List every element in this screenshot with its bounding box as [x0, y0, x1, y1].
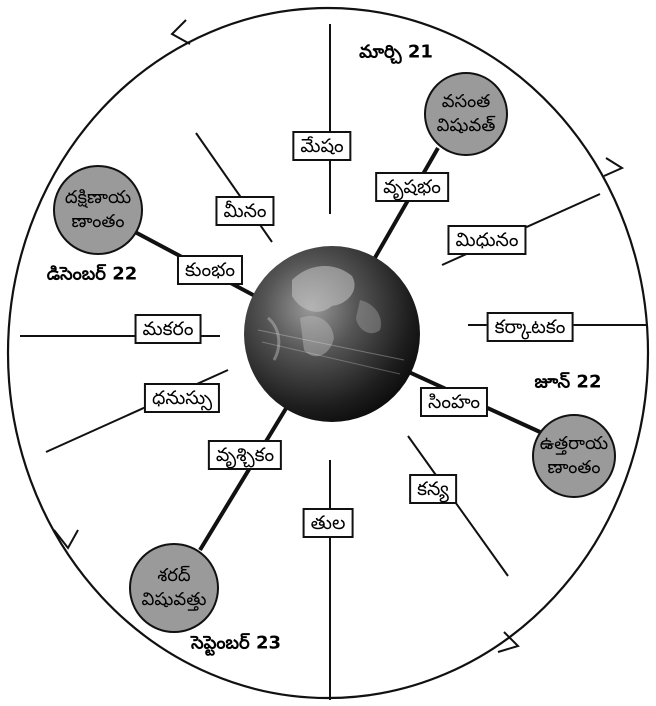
winter-solstice-circle: దక్షిణాయ ణాంతం — [53, 165, 143, 255]
label-vrushabham: వృషభం — [375, 172, 449, 202]
label-vruschikam: వృశ్చికం — [207, 440, 283, 470]
orbit-arrow-left — [53, 529, 79, 550]
winter-line1: దక్షిణాయ — [64, 187, 132, 208]
label-dhanussu: ధనుస్సు — [143, 383, 221, 413]
winter-line2: ణాంతం — [71, 211, 125, 232]
autumnal-equinox-circle: శరద్ విషువత్తు — [129, 543, 219, 633]
orbit-arrow-right — [603, 157, 625, 177]
divider-bottom-right — [407, 435, 509, 577]
summer-line2: ణాంతం — [547, 457, 601, 478]
label-tula: తుల — [302, 508, 354, 538]
earth-globe — [244, 246, 420, 422]
orbit-path — [6, 6, 650, 700]
orbit-arrow-bottom — [497, 631, 520, 653]
date-september: సెప్టెంబర్ 23 — [190, 632, 282, 654]
orbit-arrow-top — [170, 19, 191, 45]
label-midhunam: మిధునం — [447, 225, 527, 255]
date-june: జూన్ 22 — [534, 371, 602, 393]
label-meenam: మీనం — [215, 196, 275, 226]
date-march: మార్చి 21 — [359, 41, 433, 63]
label-kumbham: కుంభం — [176, 255, 244, 285]
label-mesham: మేషం — [292, 131, 352, 161]
vernal-line1: వసంత — [441, 91, 491, 112]
summer-solstice-circle: ఉత్తరాయ ణాంతం — [532, 414, 616, 498]
vernal-equinox-circle: వసంత విషువత్ — [424, 72, 508, 156]
vernal-line2: విషువత్ — [436, 115, 496, 136]
autumnal-line2: విషువత్తు — [141, 589, 207, 610]
label-kanya: కన్య — [409, 474, 457, 504]
date-december: డిసెంబర్ 22 — [46, 263, 138, 285]
label-karkatakam: కర్కాటకం — [486, 312, 574, 342]
label-makaram: మకరం — [134, 314, 202, 344]
summer-line1: ఉత్తరాయ — [539, 433, 609, 454]
autumnal-line1: శరద్ — [157, 565, 191, 586]
label-simham: సింహం — [419, 387, 489, 417]
